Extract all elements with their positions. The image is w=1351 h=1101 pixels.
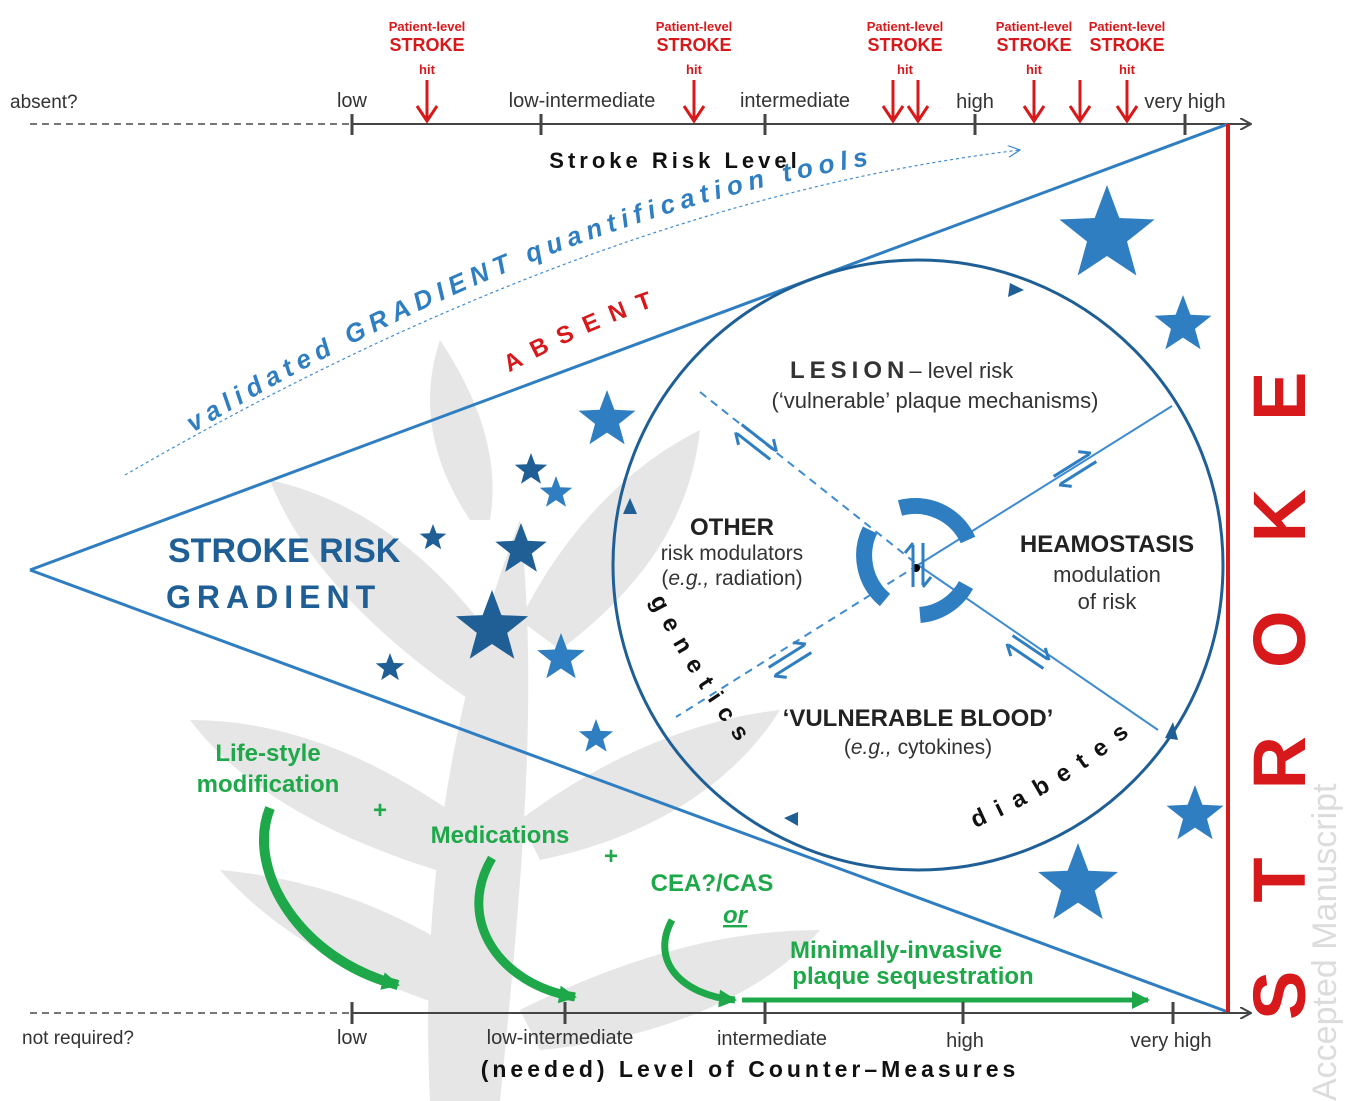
svg-text:STROKE: STROKE: [867, 35, 942, 55]
bottom-axis-not-required-label: not required?: [22, 1028, 134, 1049]
star-icon: [537, 633, 585, 679]
svg-text:Patient-level: Patient-level: [656, 19, 733, 34]
gradient-title-line1: STROKE RISK: [168, 532, 401, 570]
svg-text:STROKE: STROKE: [996, 35, 1071, 55]
hit-arrow-icon: [1068, 80, 1092, 124]
tools-dotted-arrow: [124, 150, 1020, 476]
star-icon: [419, 524, 447, 550]
star-icon: [578, 719, 614, 752]
top-tick-label: high: [956, 91, 994, 113]
hit-arrow-icon: [1022, 80, 1046, 124]
other-title: OTHER: [690, 514, 774, 541]
top-tick-label: intermediate: [740, 90, 850, 112]
hit-label: Patient-level STROKE hit: [996, 19, 1073, 77]
bottom-tick-label: very high: [1130, 1030, 1211, 1052]
lifestyle-line2: modification: [197, 771, 340, 798]
other-sub2: (e.g., radiation): [661, 567, 802, 590]
countermeasures-axis: not required? low low-intermediate inter…: [22, 1002, 1250, 1082]
top-tick-label: low: [337, 90, 368, 112]
central-cycle-icon: [856, 498, 976, 623]
star-icon: [1166, 785, 1224, 840]
cea-cas-label: CEA?/CAS: [651, 870, 774, 897]
svg-text:Patient-level: Patient-level: [389, 19, 466, 34]
medications-label: Medications: [431, 822, 570, 849]
bidirectional-arrows: [734, 423, 1098, 679]
risk-stars: [375, 185, 1224, 919]
star-icon: [1059, 185, 1155, 276]
svg-text:STROKE: STROKE: [1089, 35, 1164, 55]
lifestyle-line1: Life-style: [215, 740, 320, 767]
bidirectional-arrow-icon: [1052, 450, 1098, 488]
svg-text:Patient-level: Patient-level: [867, 19, 944, 34]
stroke-risk-gradient-wedge: [29, 122, 1230, 1014]
bottom-tick-label: low: [337, 1027, 368, 1049]
hit-arrow-icon: [1115, 80, 1139, 124]
top-axis-title: Stroke Risk Level: [549, 148, 800, 173]
star-icon: [578, 390, 636, 445]
stroke-risk-axis: absent? low low-intermediate intermediat…: [10, 90, 1250, 173]
bottom-tick-label: low-intermediate: [487, 1027, 634, 1049]
hit-arrow-icon: [906, 80, 930, 124]
svg-text:Patient-level: Patient-level: [1089, 19, 1166, 34]
star-icon: [514, 453, 548, 484]
svg-text:hit: hit: [686, 62, 703, 77]
hit-label: Patient-level STROKE hit: [656, 19, 733, 77]
lesion-subtitle: (‘vulnerable’ plaque mechanisms): [772, 388, 1099, 413]
hit-arrow-icon: [881, 80, 905, 124]
hit-arrow-icon: [682, 80, 706, 124]
svg-text:hit: hit: [897, 62, 914, 77]
heam-sub1: modulation: [1053, 562, 1161, 587]
star-icon: [1038, 843, 1118, 919]
cea-curved-arrow: [661, 918, 737, 1008]
patient-level-stroke-hits: Patient-level STROKE hit Patient-level S…: [389, 19, 1166, 124]
bidirectional-arrow-icon: [767, 641, 813, 679]
or-label: or: [723, 902, 749, 929]
minimally-invasive-line2: plaque sequestration: [792, 963, 1033, 990]
svg-text:STROKE: STROKE: [389, 35, 464, 55]
bidirectional-arrow-icon: [734, 423, 778, 461]
minimally-invasive-line1: Minimally-invasive: [790, 937, 1002, 964]
star-icon: [495, 523, 547, 572]
top-tick-label: very high: [1144, 91, 1225, 113]
bottom-axis-title: (needed) Level of Counter–Measures: [481, 1056, 1020, 1082]
lesion-title: LESION– level risk: [790, 357, 1014, 384]
countermeasures: Life-style modification + Medications + …: [197, 740, 1150, 1009]
heam-sub2: of risk: [1078, 589, 1138, 614]
blood-title: ‘VULNERABLE BLOOD’: [783, 705, 1054, 732]
gradient-title-line2: GRADIENT: [166, 579, 381, 615]
watermark-text: Accepted Manuscript: [1306, 783, 1344, 1101]
hit-label: Patient-level STROKE hit: [867, 19, 944, 77]
hit-label: Patient-level STROKE hit: [389, 19, 466, 77]
blood-subtitle: (e.g., cytokines): [844, 736, 992, 759]
stroke-vertical-word: STROKE: [1238, 304, 1321, 1020]
heam-title: HEAMOSTASIS: [1020, 531, 1194, 558]
hit-label: Patient-level STROKE hit: [1089, 19, 1166, 77]
lifestyle-curved-arrow: [259, 806, 400, 990]
bottom-tick-label: high: [946, 1030, 984, 1052]
star-icon: [375, 653, 405, 681]
svg-text:hit: hit: [1119, 62, 1136, 77]
bottom-tick-label: intermediate: [717, 1028, 827, 1050]
plus-sign: +: [604, 843, 618, 870]
svg-text:Patient-level: Patient-level: [996, 19, 1073, 34]
medications-curved-arrow: [474, 855, 577, 1004]
bidirectional-arrow-icon: [1005, 634, 1051, 670]
top-axis-absent-label: absent?: [10, 92, 78, 113]
star-icon: [455, 590, 529, 659]
svg-text:hit: hit: [1026, 62, 1043, 77]
top-tick-label: low-intermediate: [509, 90, 656, 112]
hit-arrow-icon: [415, 80, 439, 124]
svg-text:STROKE: STROKE: [656, 35, 731, 55]
bidirectional-arrow-icon: [903, 542, 933, 588]
star-icon: [1154, 295, 1212, 350]
svg-text:hit: hit: [419, 62, 436, 77]
other-sub1: risk modulators: [661, 542, 803, 565]
star-icon: [539, 476, 573, 507]
plus-sign: +: [373, 797, 387, 824]
